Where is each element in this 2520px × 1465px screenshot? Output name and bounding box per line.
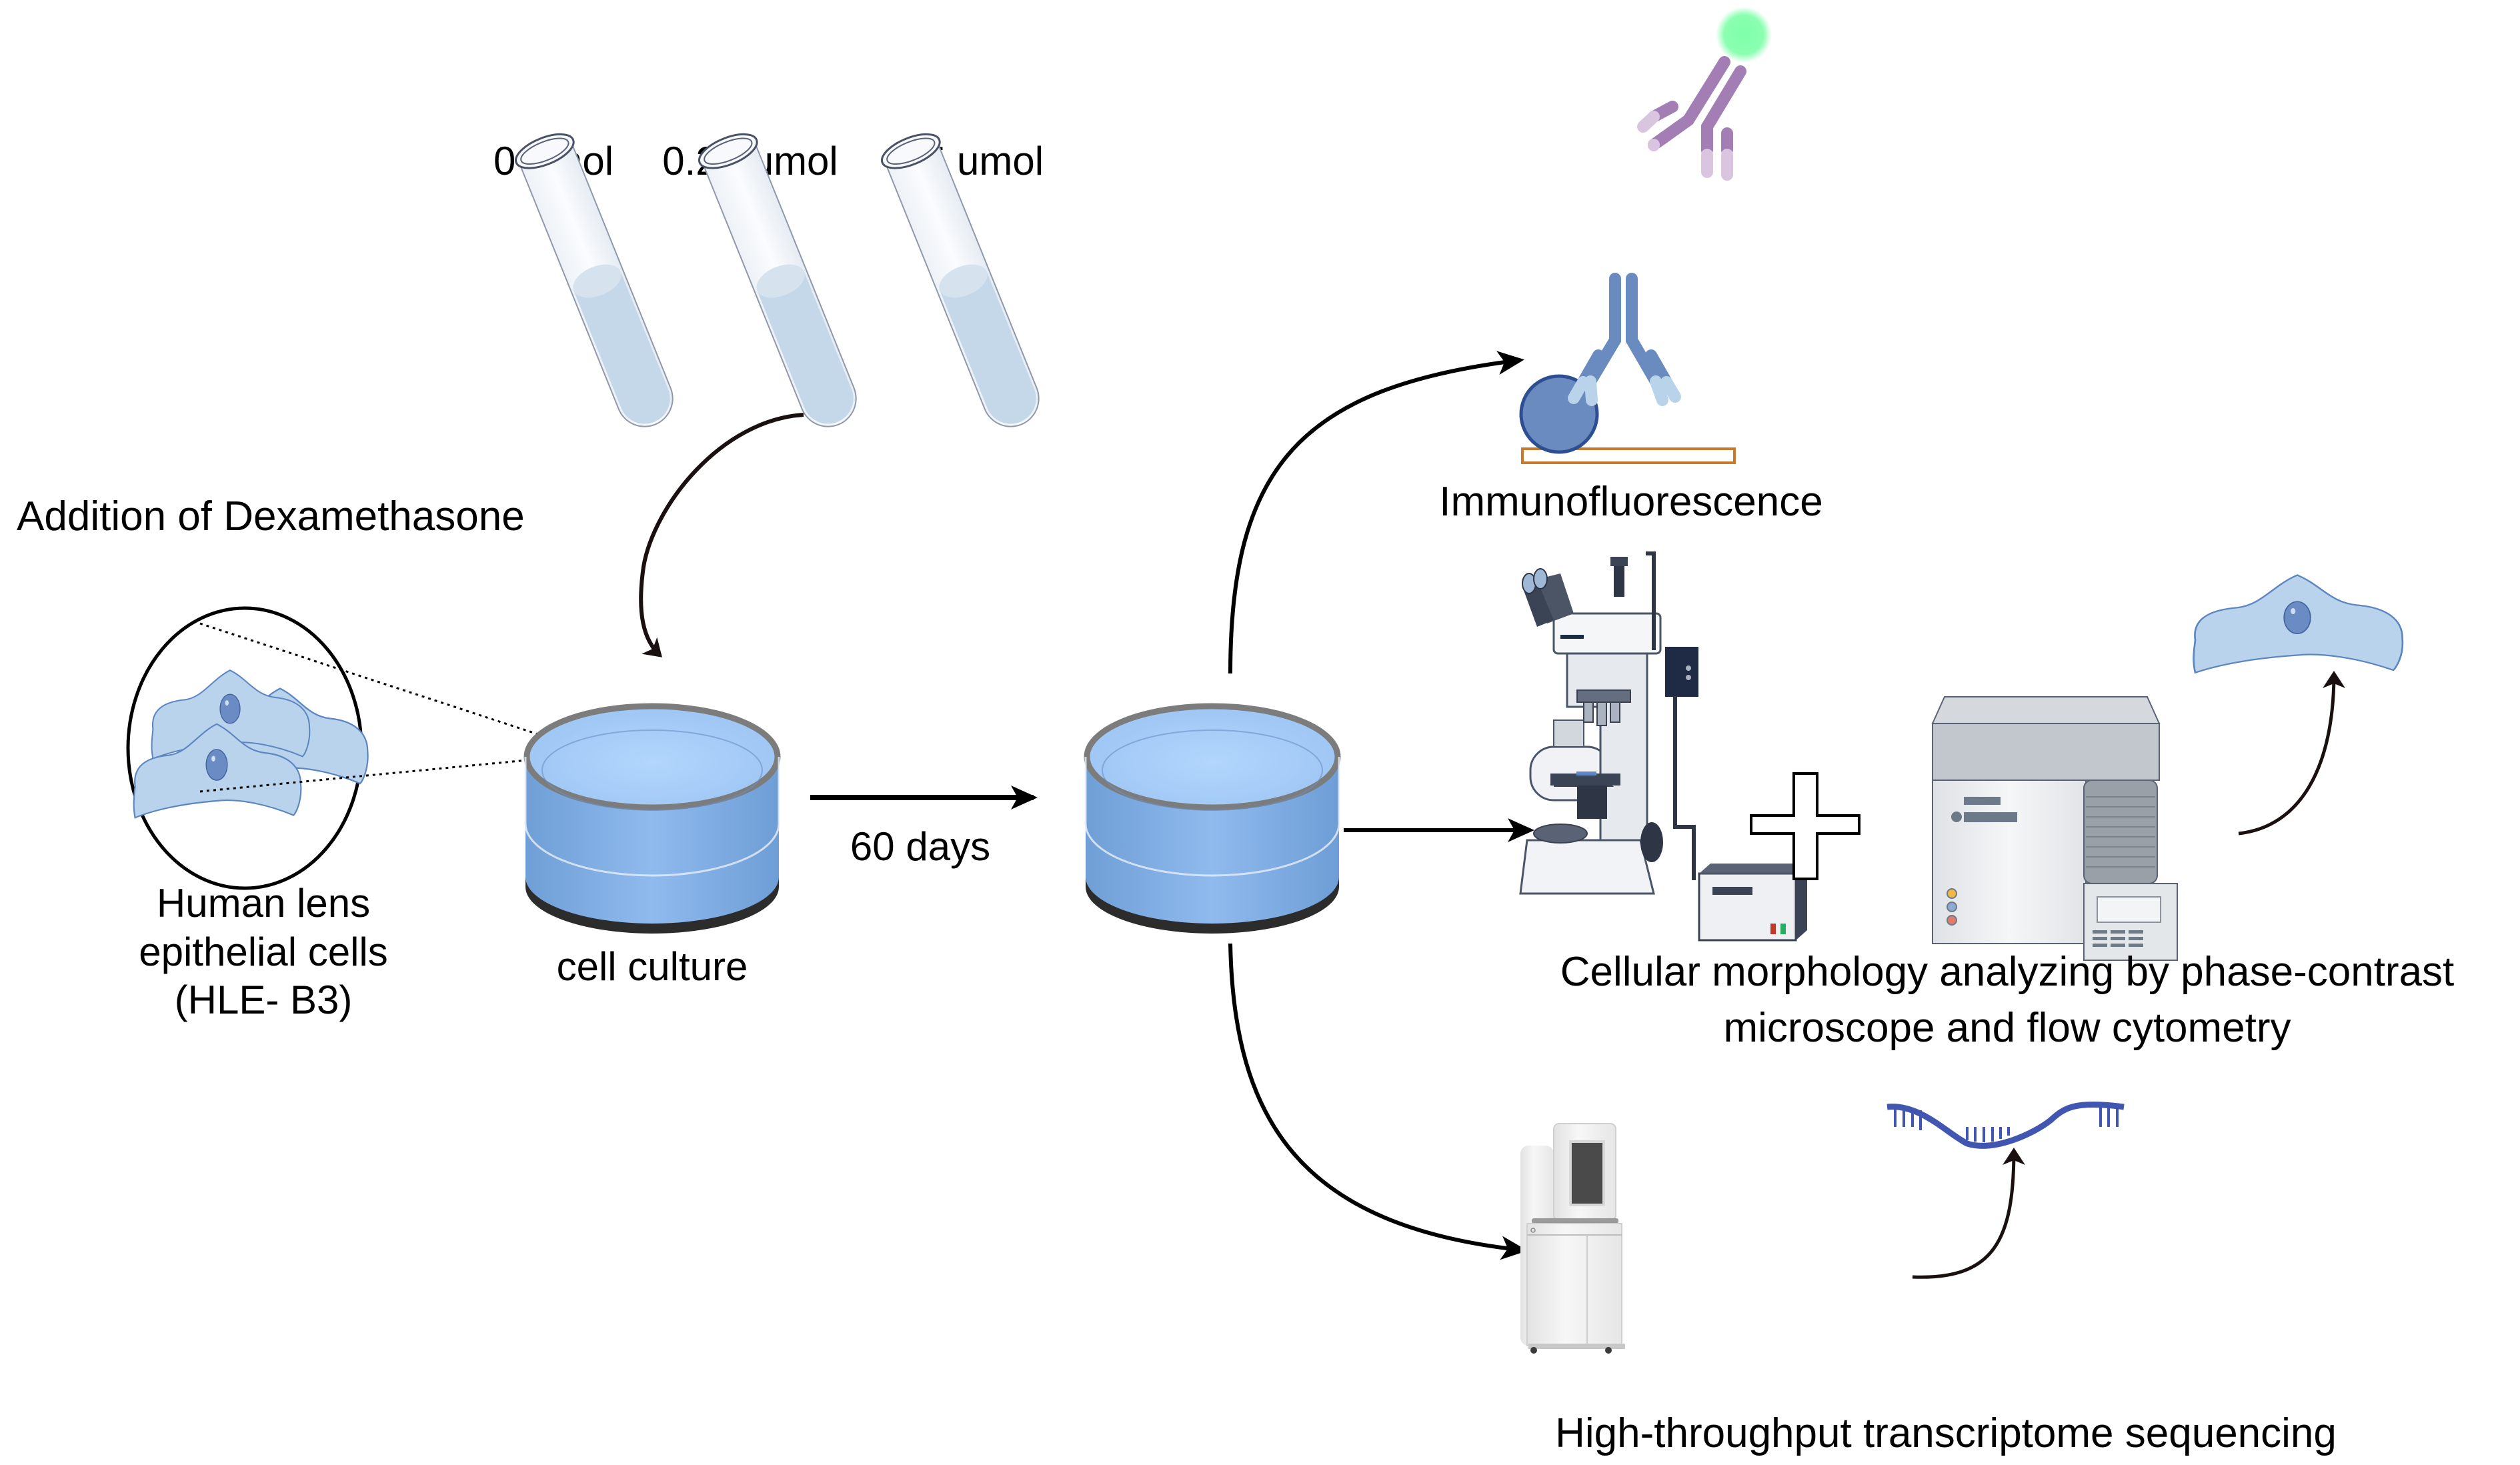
branch-arrow-immunofluorescence: [1228, 351, 1524, 674]
culture-label: cell culture: [557, 944, 748, 989]
zoom-guide-line: [199, 622, 597, 755]
plus-icon: [1750, 772, 1860, 880]
morphology-label-line1: Cellular morphology analyzing by phase-c…: [1560, 949, 2455, 995]
cell-result-icon: [2193, 574, 2404, 674]
cell-source-line1: Human lens: [157, 881, 370, 926]
sequencer-icon: [1520, 1123, 1625, 1354]
cell-source-line3: (HLE- B3): [175, 978, 353, 1022]
dna-strand-icon: [1886, 1101, 2125, 1149]
fluorophore-icon: [1716, 7, 1772, 63]
treatment-label: Addition of Dexamethasone: [17, 493, 525, 539]
secondary-antibody-icon: [1637, 56, 1746, 181]
result-arrow-sequencing: [1912, 1148, 2025, 1279]
microscope-icon: [1519, 551, 1807, 942]
result-arrow-morphology: [2238, 671, 2345, 836]
addition-arrow: [639, 413, 804, 657]
sequencing-label: High-throughput transcriptome sequencing: [1555, 1410, 2337, 1456]
duration-label: 60 days: [850, 824, 990, 869]
immunofluorescence-illustration: [1519, 7, 1772, 464]
immunofluorescence-label: Immunofluorescence: [1439, 479, 1823, 525]
morphology-label-line2: microscope and flow cytometry: [1723, 1005, 2291, 1051]
branch-arrow-sequencing: [1228, 943, 1528, 1260]
flow-cytometer-icon: [1931, 696, 2178, 961]
primary-antibody-icon: [1568, 273, 1681, 406]
cell-source-line2: epithelial cells: [139, 930, 388, 974]
petri-dish-icon: [1086, 705, 1339, 934]
petri-dish-icon: [525, 705, 779, 934]
slide-icon: [1521, 447, 1736, 464]
